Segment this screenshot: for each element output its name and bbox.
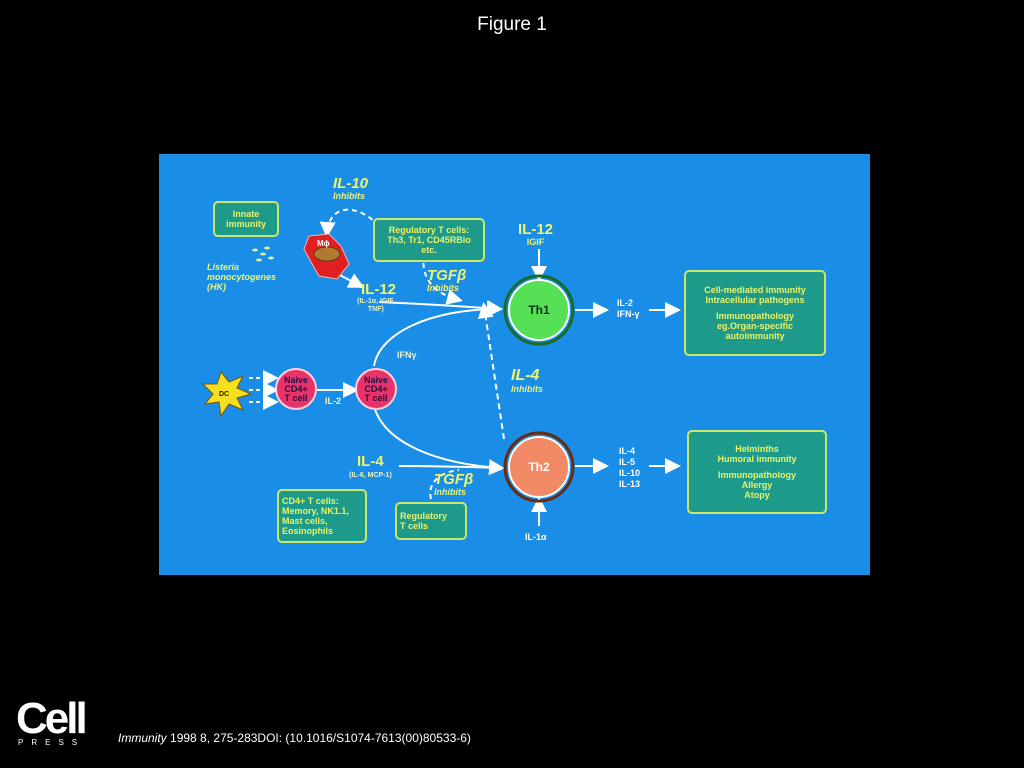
innate-immunity-box: Innate immunity xyxy=(213,201,279,237)
dc-label: DC xyxy=(219,391,230,398)
figure-title: Figure 1 xyxy=(477,14,547,35)
th2-label: Th2 xyxy=(528,460,550,474)
il4-inhibit-label: IL-4 Inhibits xyxy=(511,367,543,395)
naive-to-th1-arrow xyxy=(373,301,503,367)
citation-text: 1998 8, 275-283DOI: (10.1016/S1074-7613(… xyxy=(166,731,471,745)
naive-t-cell-1: Naive CD4+ T cell xyxy=(275,368,317,410)
il2-label: IL-2 xyxy=(325,396,342,406)
il4-low-sub: (IL-6, MCP-1) xyxy=(349,472,392,479)
il1a-label: IL-1α xyxy=(525,532,547,542)
tgfb-bottom-label: TGFβ Inhibits xyxy=(434,471,474,497)
listeria-bacteria-icon xyxy=(252,246,274,262)
il4-inhibit-arrow xyxy=(477,302,505,440)
diagram-arrows xyxy=(201,208,681,526)
il10-label: IL-10 Inhibits xyxy=(333,175,369,201)
th1-cell-icon xyxy=(508,279,570,341)
tgfb1-inhibit-arrow xyxy=(422,253,463,305)
il12-mid-label: IL-12 xyxy=(361,281,397,298)
il10-inhibit-arrow xyxy=(319,208,380,238)
regulatory-t-cells-box: Regulatory T cells: Th3, Tr1, CD45RBlo e… xyxy=(373,218,485,262)
naive-t-cell-2: Naive CD4+ T cell xyxy=(355,368,397,410)
th1-outcomes-box: Cell-mediated immunity Intracellular pat… xyxy=(684,270,826,356)
regulatory-t-cells-box-2: Regulatory T cells xyxy=(395,502,467,540)
th1-cytokines: IL-2 IFN-γ xyxy=(617,298,640,319)
naive-to-th2-arrow xyxy=(373,405,505,476)
il12-mid-sub: (IL-1α, IGIF, TNF) xyxy=(357,298,395,313)
il4-to-th2-arrow xyxy=(398,465,502,469)
il4-low-label: IL-4 xyxy=(357,453,384,470)
tgfb2-inhibit-arrow xyxy=(429,469,460,500)
journal-name: Immunity xyxy=(118,731,167,745)
cd4-t-cells-box: CD4+ T cells: Memory, NK1.1, Mast cells,… xyxy=(277,489,367,543)
citation-footer: Immunity 1998 8, 275-283DOI: (10.1016/S1… xyxy=(118,731,471,745)
macrophage-label: Mϕ xyxy=(317,239,330,248)
il12-top-label: IL-12 IGIF xyxy=(518,221,554,247)
cell-press-logo: Cell PRESS xyxy=(16,694,88,748)
dendritic-cell-icon xyxy=(201,370,253,418)
tgfb-top-label: TGFβ Inhibits xyxy=(427,267,467,293)
th2-cell-icon xyxy=(508,436,570,498)
diagram-panel: Innate immunity Listeria monocytogenes (… xyxy=(159,154,870,575)
ifng-label: IFNγ xyxy=(397,350,417,360)
th2-cytokines: IL-4 IL-5 IL-10 IL-13 xyxy=(619,446,641,489)
listeria-label: Listeria monocytogenes (HK) xyxy=(207,262,277,292)
th2-outcomes-box: Helminths Humoral immunity Immunopatholo… xyxy=(687,430,827,514)
th1-label: Th1 xyxy=(528,303,550,317)
il12-to-th1-arrow xyxy=(378,300,503,317)
